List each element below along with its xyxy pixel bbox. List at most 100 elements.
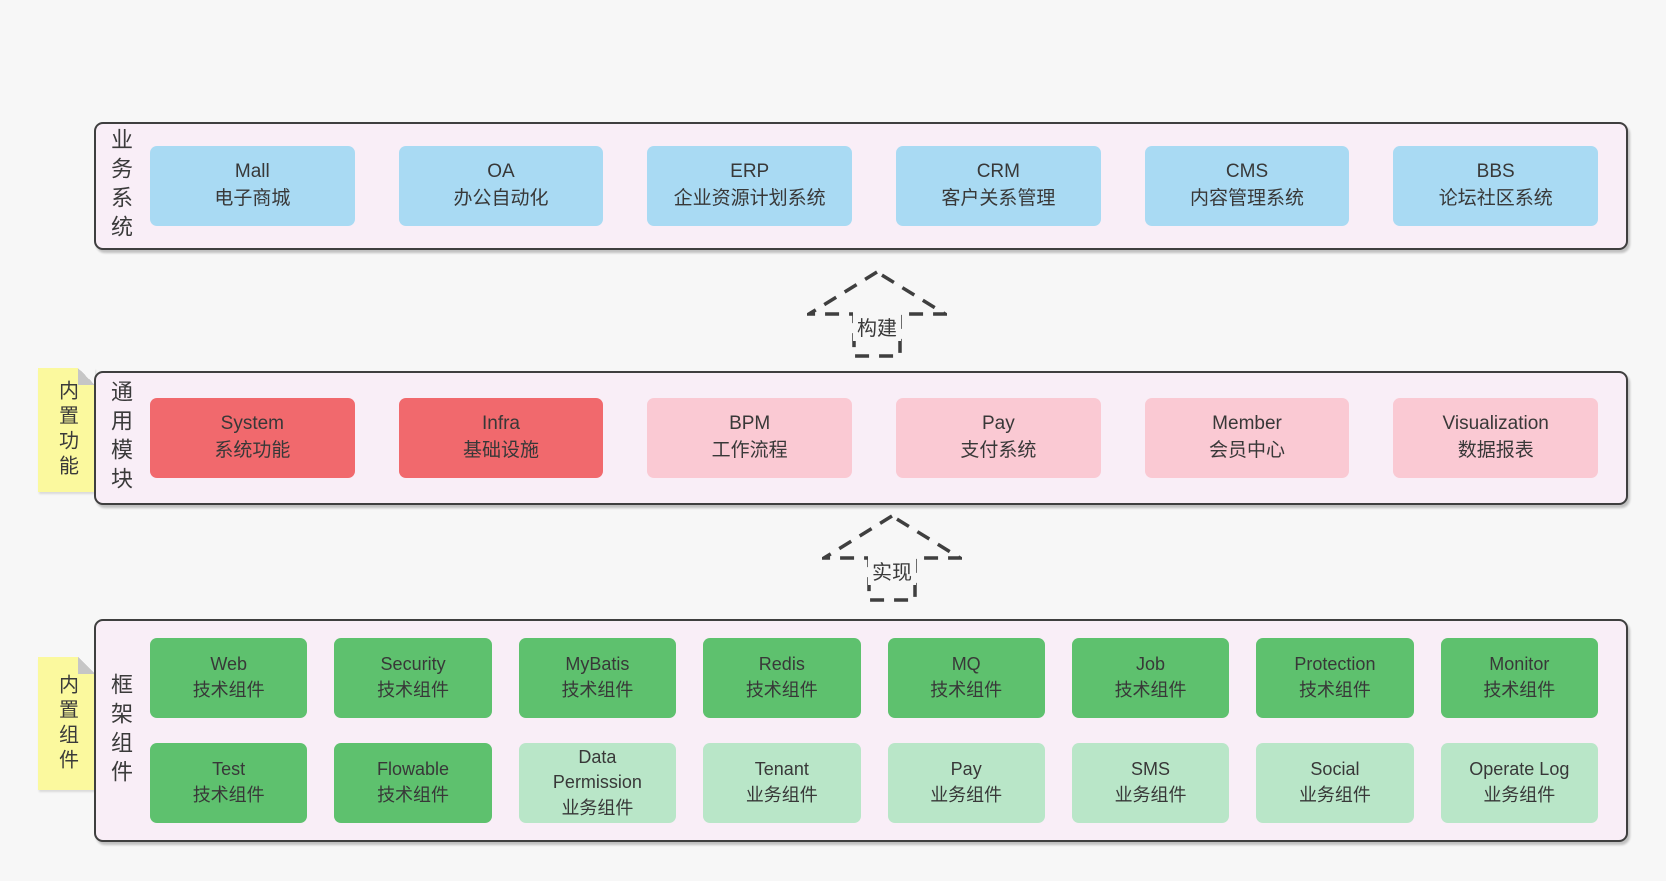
box-redis: Redis 技术组件 xyxy=(703,638,861,718)
box-security: Security 技术组件 xyxy=(334,638,492,718)
box-name: Visualization xyxy=(1442,413,1549,435)
sticky-note-label: 内置功能 xyxy=(55,380,78,480)
box-flowable: Flowable 技术组件 xyxy=(334,743,492,823)
box-name: Operate Log xyxy=(1469,759,1570,780)
box-erp: ERP 企业资源计划系统 xyxy=(647,146,853,226)
box-desc: 工作流程 xyxy=(711,440,788,461)
component-boxes-row-1: Web 技术组件 Security 技术组件 MyBatis 技术组件 Redi… xyxy=(150,638,1598,718)
box-member: Member 会员中心 xyxy=(1144,398,1350,478)
box-test: Test 技术组件 xyxy=(150,743,308,823)
box-name: Flowable xyxy=(377,759,450,780)
layer-framework-components: 框架组件 Web 技术组件 Security 技术组件 MyBatis 技术组件… xyxy=(94,619,1628,842)
box-desc: 业务组件 xyxy=(1114,785,1187,805)
component-rows: Web 技术组件 Security 技术组件 MyBatis 技术组件 Redi… xyxy=(144,638,1626,823)
box-name: Redis xyxy=(758,654,805,675)
box-bpm: BPM 工作流程 xyxy=(647,398,853,478)
box-data-permission: Data Permission 业务组件 xyxy=(518,743,677,823)
box-mall: Mall 电子商城 xyxy=(150,146,355,226)
box-name: CRM xyxy=(976,161,1020,183)
layer-common-modules: 通用模块 System 系统功能 Infra 基础设施 BPM 工作流程 Pay… xyxy=(94,371,1628,505)
box-desc: 基础设施 xyxy=(463,440,540,461)
box-social: Social 业务组件 xyxy=(1256,743,1414,823)
business-boxes-row: Mall 电子商城 OA 办公自动化 ERP 企业资源计划系统 CRM 客户关系… xyxy=(144,146,1626,226)
box-operate-log: Operate Log 业务组件 xyxy=(1440,743,1598,823)
sticky-note-label: 内置组件 xyxy=(55,673,78,774)
box-desc: 系统功能 xyxy=(214,440,291,461)
box-name: System xyxy=(220,413,285,435)
box-pay-component: Pay 业务组件 xyxy=(887,743,1045,823)
box-desc: 技术组件 xyxy=(930,680,1003,700)
box-visualization: Visualization 数据报表 xyxy=(1393,398,1599,478)
box-name: CMS xyxy=(1225,161,1269,183)
box-name: Mall xyxy=(234,161,270,183)
box-name: Social xyxy=(1310,759,1360,780)
box-system: System 系统功能 xyxy=(150,398,355,478)
box-web: Web 技术组件 xyxy=(150,638,308,718)
box-desc: 企业资源计划系统 xyxy=(673,188,826,209)
module-boxes-row: System 系统功能 Infra 基础设施 BPM 工作流程 Pay 支付系统… xyxy=(144,398,1626,478)
layer-title-text: 业务系统 xyxy=(108,128,133,244)
layer-title: 框架组件 xyxy=(96,621,144,840)
box-desc: 支付系统 xyxy=(960,440,1037,461)
box-name: MyBatis xyxy=(565,654,630,675)
box-desc: 技术组件 xyxy=(1298,680,1371,700)
box-desc: 论坛社区系统 xyxy=(1438,188,1553,209)
box-desc: 技术组件 xyxy=(1114,680,1187,700)
layer-title: 通用模块 xyxy=(96,373,144,503)
box-job: Job 技术组件 xyxy=(1071,638,1230,718)
component-boxes-row-2: Test 技术组件 Flowable 技术组件 Data Permission … xyxy=(150,743,1598,823)
layer-title-text: 框架组件 xyxy=(108,672,133,789)
build-arrow-label: 构建 xyxy=(853,312,901,341)
box-desc: 业务组件 xyxy=(745,785,818,805)
box-desc: 内容管理系统 xyxy=(1190,188,1305,209)
box-name: BPM xyxy=(729,413,771,435)
box-protection: Protection 技术组件 xyxy=(1256,638,1414,718)
box-name: Web xyxy=(210,654,248,675)
box-mybatis: MyBatis 技术组件 xyxy=(518,638,677,718)
layer-title: 业务系统 xyxy=(96,124,144,248)
box-bbs: BBS 论坛社区系统 xyxy=(1393,146,1599,226)
box-oa: OA 办公自动化 xyxy=(398,146,604,226)
box-name: Security xyxy=(380,654,446,675)
sticky-note-built-in-components: 内置组件 xyxy=(38,657,95,790)
sticky-note-built-in-features: 内置功能 xyxy=(38,368,95,492)
box-name: MQ xyxy=(951,654,981,675)
box-name: OA xyxy=(487,161,515,183)
box-name: Infra xyxy=(481,413,521,435)
box-mq: MQ 技术组件 xyxy=(887,638,1045,718)
box-name: Job xyxy=(1136,654,1166,675)
box-desc: 技术组件 xyxy=(1483,680,1556,700)
implement-arrow-label: 实现 xyxy=(868,556,916,585)
box-name: Protection xyxy=(1294,654,1376,675)
box-tenant: Tenant 业务组件 xyxy=(703,743,861,823)
box-monitor: Monitor 技术组件 xyxy=(1440,638,1598,718)
implement-arrow: 实现 xyxy=(822,514,962,602)
box-desc: 技术组件 xyxy=(745,680,818,700)
box-name: SMS xyxy=(1131,759,1171,780)
box-desc: 业务组件 xyxy=(1483,785,1556,805)
box-name: Data Permission xyxy=(552,746,642,793)
box-name: Pay xyxy=(981,413,1015,435)
box-desc: 业务组件 xyxy=(930,785,1003,805)
box-desc: 电子商城 xyxy=(214,188,291,209)
box-name: Tenant xyxy=(754,759,809,780)
box-pay-module: Pay 支付系统 xyxy=(896,398,1101,478)
box-desc: 技术组件 xyxy=(377,785,450,805)
box-desc: 业务组件 xyxy=(1298,785,1371,805)
box-name: Monitor xyxy=(1489,654,1550,675)
box-desc: 技术组件 xyxy=(192,785,265,805)
box-name: ERP xyxy=(730,161,770,183)
box-desc: 会员中心 xyxy=(1209,440,1286,461)
layer-business-systems: 业务系统 Mall 电子商城 OA 办公自动化 ERP 企业资源计划系统 CRM… xyxy=(94,122,1628,250)
box-sms: SMS 业务组件 xyxy=(1071,743,1230,823)
box-desc: 数据报表 xyxy=(1457,440,1534,461)
build-arrow: 构建 xyxy=(807,270,947,358)
box-name: Test xyxy=(212,759,246,780)
up-block-arrow-icon xyxy=(822,514,962,602)
box-name: BBS xyxy=(1476,161,1515,183)
layer-title-text: 通用模块 xyxy=(108,380,133,496)
box-desc: 技术组件 xyxy=(561,680,634,700)
box-desc: 客户关系管理 xyxy=(941,188,1056,209)
box-desc: 办公自动化 xyxy=(453,188,549,209)
